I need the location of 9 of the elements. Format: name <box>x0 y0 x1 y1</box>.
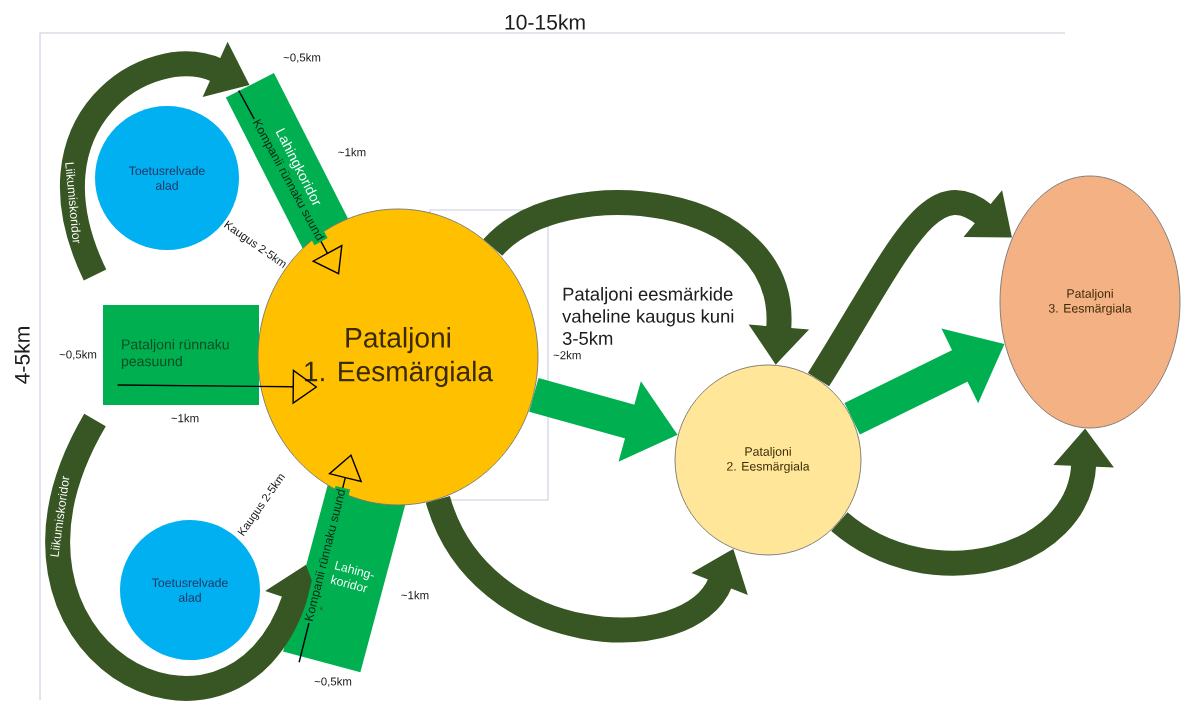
dimension-label: ~2km <box>553 350 581 360</box>
edge-label: Liikumiskoridor <box>63 159 84 246</box>
note-text: Pataljoni eesmärkide vaheline kaugus kuni 3-5km <box>562 287 734 345</box>
dimension-label: 4-5km <box>14 327 30 384</box>
edge-label: Liikumiskoridor <box>47 473 72 560</box>
dimension-label: ~0,5km <box>59 350 97 360</box>
dimension-label: ~0,5km <box>314 677 352 687</box>
dimension-label: 10-15km <box>505 14 585 30</box>
corridor-band: Pataljoni rünnaku peasuund <box>103 305 259 405</box>
